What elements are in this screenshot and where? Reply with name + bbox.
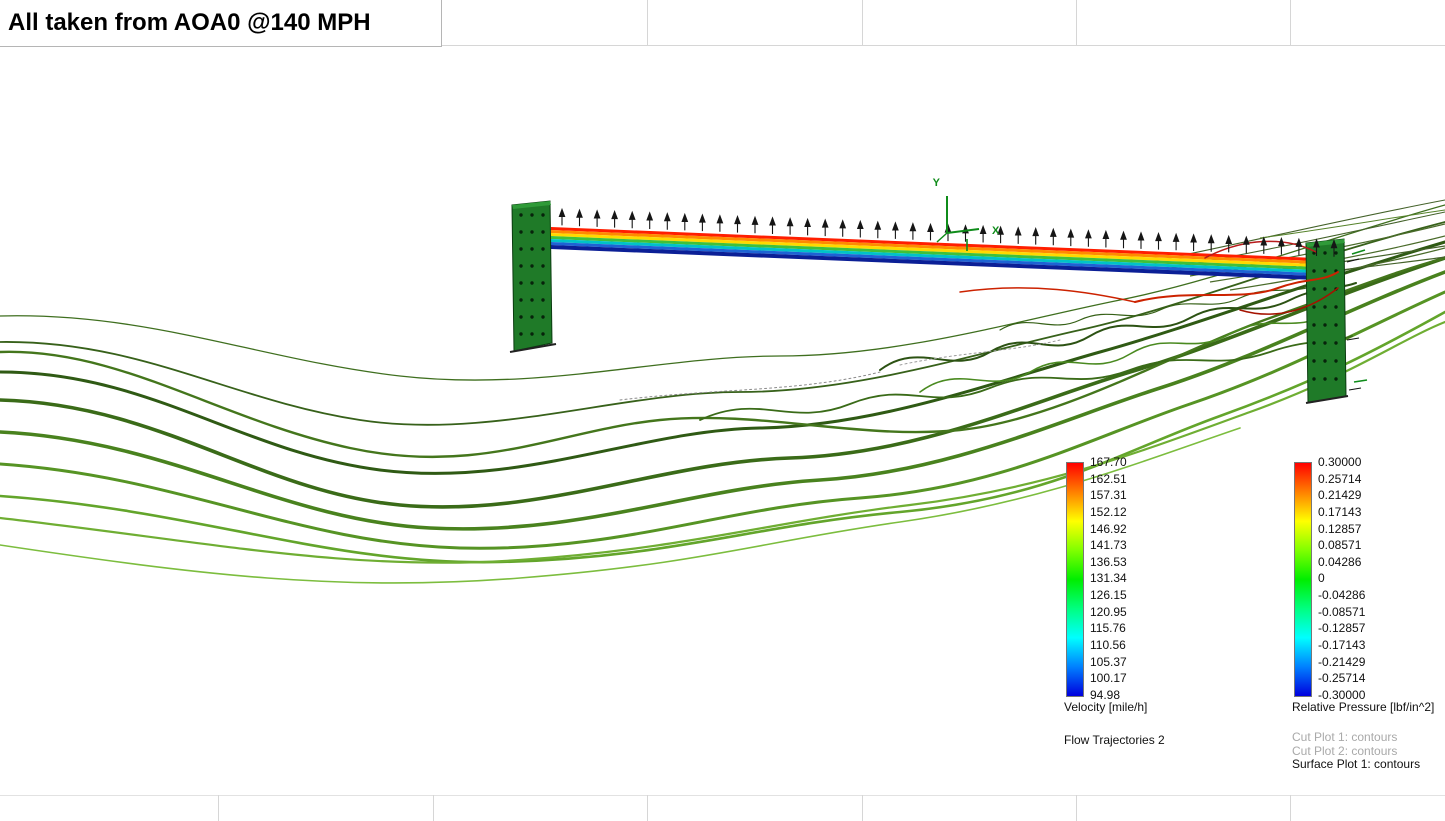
coordinate-triad: Y X — [933, 177, 1000, 243]
wing-stripe-orange — [551, 230, 1341, 265]
red-streamlines — [959, 240, 1339, 315]
velocity-colorbar — [1066, 462, 1084, 697]
legend-tick-label: 0.04286 — [1318, 554, 1362, 569]
legend-tick-label: -0.25714 — [1318, 671, 1366, 686]
legend-tick-label: 126.15 — [1090, 588, 1127, 603]
wing-stripe-yellow — [551, 233, 1341, 268]
right-endplate-bolts — [1312, 251, 1338, 381]
gridline-col-b4 — [862, 795, 863, 821]
legend-tick-label: 141.73 — [1090, 538, 1127, 553]
legend-tick-label: 105.37 — [1090, 654, 1127, 669]
gridline-col-3 — [862, 0, 863, 45]
triad-x-label: X — [992, 225, 1000, 237]
legend-tick-label: 115.76 — [1090, 621, 1126, 636]
legend-tick-label: 0.25714 — [1318, 471, 1362, 486]
legend-caption: Cut Plot 2: contours — [1292, 743, 1398, 758]
legend-tick-label: 0.17143 — [1318, 504, 1362, 519]
gridline-row-top — [0, 45, 1445, 46]
left-endplate-bolts — [519, 213, 545, 336]
legend-tick-label: 0.30000 — [1318, 455, 1362, 469]
wing-stripe-navy — [551, 245, 1341, 281]
legend-tick-label: 0.12857 — [1318, 521, 1362, 536]
legend-tick-label: 0 — [1318, 571, 1325, 586]
gridline-col-5 — [1290, 0, 1291, 45]
pressure-colorbar — [1294, 462, 1312, 697]
legend-tick-label: -0.12857 — [1318, 621, 1366, 636]
legend-caption: Cut Plot 1: contours — [1292, 730, 1398, 744]
pressure-unit-label: Relative Pressure [lbf/in^2] — [1292, 700, 1435, 714]
legend-tick-label: -0.21429 — [1318, 654, 1366, 669]
right-endplate — [1305, 238, 1349, 404]
legend-tick-label: 0.21429 — [1318, 488, 1362, 503]
streamlines — [0, 204, 1445, 584]
legend-tick-label: -0.08571 — [1318, 604, 1366, 619]
gridline-col-b1 — [218, 795, 219, 821]
legend-tick-label: 162.51 — [1090, 471, 1127, 486]
page-title: All taken from AOA0 @140 MPH — [8, 9, 371, 36]
flow-trajectories-label: Flow Trajectories 2 — [1064, 733, 1165, 747]
legend-tick-label: 94.98 — [1090, 687, 1121, 702]
surface-pressure-arrows — [558, 207, 1338, 257]
legend-tick-label: 152.12 — [1090, 504, 1127, 519]
legend-tick-label: -0.17143 — [1318, 638, 1366, 653]
velocity-unit-label: Velocity [mile/h] — [1064, 700, 1148, 714]
gridline-col-b3 — [647, 795, 648, 821]
triad-y-label: Y — [933, 177, 941, 189]
legend-tick-label: 146.92 — [1090, 521, 1127, 536]
legend-tick-label: 0.08571 — [1318, 538, 1362, 553]
wing-stripe-blue — [551, 242, 1341, 277]
legend-tick-label: -0.04286 — [1318, 588, 1366, 603]
legend-tick-label: 136.53 — [1090, 554, 1127, 569]
legend-tick-label: 131.34 — [1090, 571, 1127, 586]
legend-caption: Surface Plot 1: contours — [1292, 757, 1421, 771]
force-arrows — [966, 239, 1368, 383]
legend-tick-label: 157.31 — [1090, 488, 1127, 503]
legend-tick-label: 167.70 — [1090, 455, 1127, 469]
legend-tick-label: 100.17 — [1090, 671, 1127, 686]
wing-stripe-green — [551, 236, 1341, 271]
legend-tick-label: -0.30000 — [1318, 687, 1366, 702]
gridline-row-bottom — [0, 795, 1445, 796]
gridline-col-b6 — [1290, 795, 1291, 821]
gridline-col-4 — [1076, 0, 1077, 45]
gridline-col-2 — [647, 0, 648, 45]
wing-stripe-red — [551, 227, 1341, 262]
gridline-col-b5 — [1076, 795, 1077, 821]
left-endplate — [509, 200, 557, 353]
legend-tick-label: 120.95 — [1090, 604, 1127, 619]
gridline-col-b2 — [433, 795, 434, 821]
wing-contour-band — [551, 227, 1341, 281]
wing-stripe-cyan — [551, 239, 1341, 274]
title-cell[interactable]: All taken from AOA0 @140 MPH — [0, 0, 442, 47]
flow-direction-arrows — [1346, 258, 1362, 391]
legend-tick-label: 110.56 — [1090, 638, 1126, 653]
